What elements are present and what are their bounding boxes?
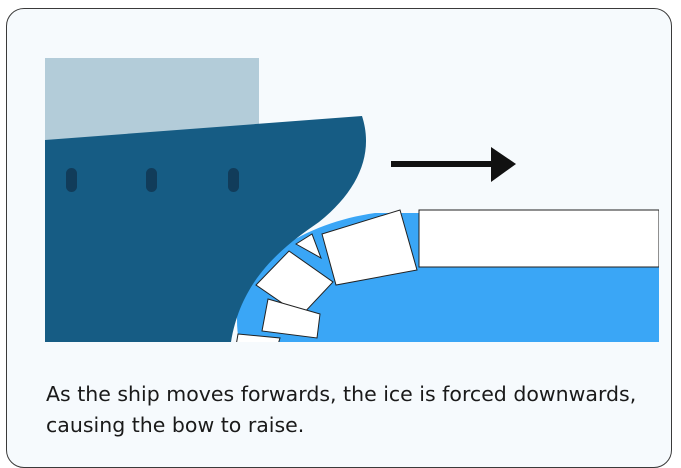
ice-sheet	[419, 210, 659, 267]
diagram-card: As the ship moves forwards, the ice is f…	[6, 8, 672, 468]
porthole	[66, 168, 77, 192]
porthole	[228, 168, 239, 192]
icebreaker-diagram	[45, 58, 659, 342]
porthole	[146, 168, 157, 192]
diagram-caption: As the ship moves forwards, the ice is f…	[46, 379, 646, 441]
arrow-right-icon	[391, 147, 516, 182]
